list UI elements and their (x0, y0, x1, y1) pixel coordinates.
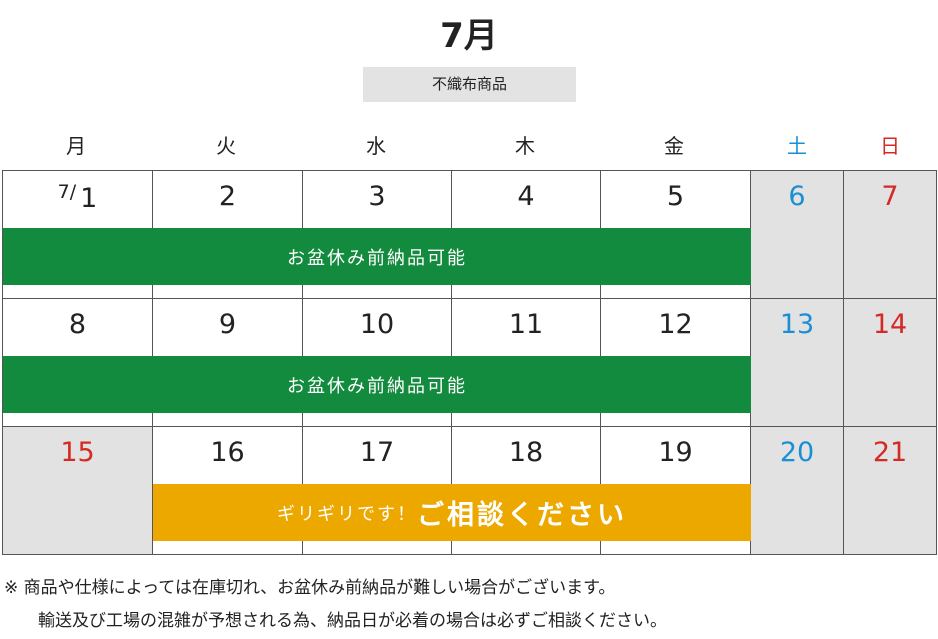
category-label: 不織布商品 (363, 67, 576, 102)
day-number: 2 (218, 181, 237, 212)
delivery-banner: お盆休み前納品可能 (3, 356, 751, 413)
weekday-thu: 木 (515, 134, 535, 158)
day-cell-saturday: 20 (751, 427, 844, 554)
day-number: 19 (658, 437, 693, 468)
day-number: 1 (80, 183, 98, 214)
day-number: 10 (359, 309, 395, 340)
month-prefix: 7/ (57, 181, 77, 203)
day-cell-sunday: 7 (844, 171, 936, 299)
day-number: 3 (368, 181, 386, 212)
consult-banner: ギリギリです！ご相談ください (153, 484, 751, 541)
day-number: 21 (872, 437, 908, 468)
day-number: 17 (359, 437, 395, 468)
weekday-sat: 土 (787, 134, 807, 158)
day-number: 8 (68, 309, 87, 340)
day-number: 18 (508, 437, 544, 468)
day-cell-saturday: 6 (751, 171, 844, 299)
weekday-mon: 月 (66, 134, 86, 158)
footnote-line-1: ※ 商品や仕様によっては在庫切れ、お盆休み前納品が難しい場合がございます。 (4, 578, 616, 598)
day-number: 5 (666, 181, 685, 212)
month-title: 7月 (440, 16, 498, 56)
weekday-tue: 火 (216, 134, 236, 158)
day-cell-saturday: 13 (751, 299, 844, 427)
day-cell-sunday: 14 (844, 299, 936, 427)
day-number: 20 (779, 437, 815, 468)
day-number: 4 (517, 181, 535, 212)
delivery-banner: お盆休み前納品可能 (3, 228, 751, 285)
day-number: 9 (218, 309, 237, 340)
day-number: 15 (60, 437, 95, 468)
weekday-fri: 金 (664, 134, 684, 158)
day-cell-sunday: 21 (844, 427, 936, 554)
day-number: 16 (210, 437, 245, 468)
day-number: 12 (658, 309, 693, 340)
day-cell-holiday: 15 (3, 427, 153, 554)
day-number: 13 (779, 309, 815, 340)
calendar-grid: 7/1 2 3 4 5 6 7 お盆休み前納品可能 8 9 10 11 12 1… (2, 170, 937, 555)
day-number: 11 (508, 309, 544, 340)
day-number: 14 (872, 309, 908, 340)
weekday-wed: 水 (366, 134, 386, 158)
consult-banner-prefix: ギリギリです！ (277, 503, 417, 525)
footnote-line-2: 輸送及び工場の混雑が予想される為、納品日が必着の場合は必ずご相談ください。 (38, 611, 667, 631)
day-number: 6 (788, 181, 806, 212)
day-number: 7 (881, 181, 899, 212)
weekday-sun: 日 (880, 134, 900, 158)
consult-banner-main: ご相談ください (417, 500, 627, 531)
